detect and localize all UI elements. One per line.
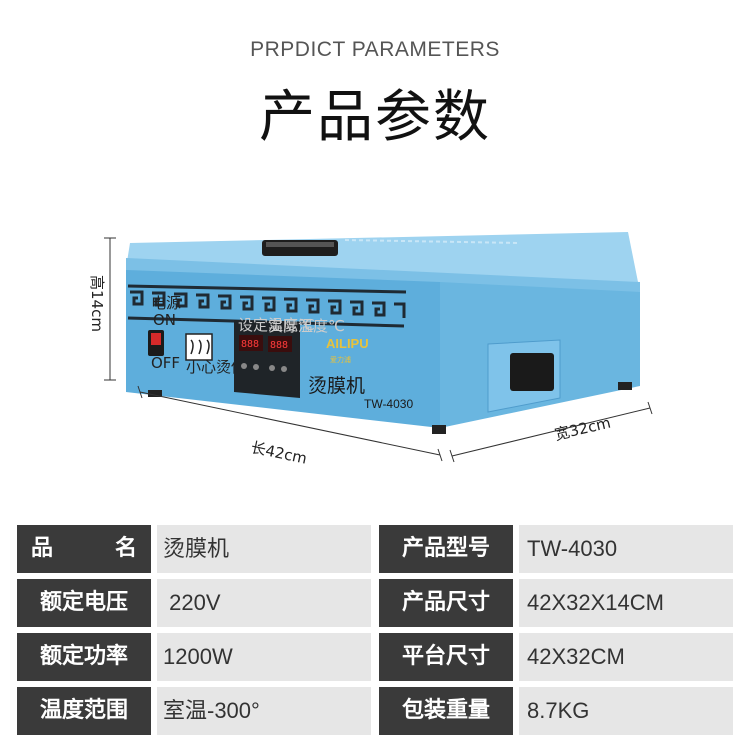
width-dimension: 宽32cm [553, 414, 613, 444]
power-label-top: 电源 [151, 294, 181, 312]
height-dimension: 高14cm [88, 275, 106, 332]
header-subtitle: PRPDICT PARAMETERS [250, 38, 500, 61]
svg-text:888: 888 [241, 339, 259, 350]
svg-text:888: 888 [270, 340, 288, 351]
spec-value: 220V [157, 579, 371, 627]
spec-label: 额定电压 [17, 579, 151, 627]
spec-label: 额定功率 [17, 633, 151, 681]
hot-warning-icon [185, 333, 213, 361]
dimension-lines [104, 237, 653, 463]
power-label-off: OFF [151, 354, 180, 372]
spec-row: 额定功率 1200W 平台尺寸 42X32CM [17, 633, 733, 681]
model-text: 烫膜机 [308, 375, 365, 397]
warning-label: 小心烫伤 [186, 358, 246, 376]
temp-display-actual [268, 336, 292, 352]
spec-value: 1200W [157, 633, 371, 681]
spec-value: 42X32CM [519, 633, 733, 681]
brand-logo: AILIPU [326, 336, 369, 351]
spec-value: 8.7KG [519, 687, 733, 735]
spec-label: 平台尺寸 [379, 633, 513, 681]
spec-label: 产品型号 [379, 525, 513, 573]
spec-value: 室温-300° [157, 687, 371, 735]
svg-text:实际温度℃: 实际温度℃ [268, 317, 345, 335]
spec-row: 温度范围 室温-300° 包装重量 8.7KG [17, 687, 733, 735]
greek-key-pattern [127, 284, 407, 328]
spec-value: 42X32X14CM [519, 579, 733, 627]
temp-display-set [239, 335, 263, 351]
page-title: 产品参数 [259, 85, 491, 150]
spec-row: 品 名 烫膜机 产品型号 TW-4030 [17, 525, 733, 573]
side-handle [510, 353, 554, 391]
svg-text:设定温度℃: 设定温度℃ [238, 316, 315, 334]
spec-label: 温度范围 [17, 687, 151, 735]
svg-text:爱力浦: 爱力浦 [330, 355, 351, 364]
spec-label: 产品尺寸 [379, 579, 513, 627]
power-label-on: ON [153, 311, 176, 329]
spec-value: TW-4030 [519, 525, 733, 573]
product-image: 电源 ON OFF 小心烫伤 设定温度℃ 实际温度℃ 888 888 AILIP… [88, 232, 653, 468]
spec-label: 品 名 [17, 525, 151, 573]
length-dimension: 长42cm [249, 438, 308, 467]
spec-label: 包装重量 [379, 687, 513, 735]
spec-row: 额定电压 220V 产品尺寸 42X32X14CM [17, 579, 733, 627]
spec-value: 烫膜机 [157, 525, 371, 573]
model-code: TW-4030 [364, 397, 413, 411]
